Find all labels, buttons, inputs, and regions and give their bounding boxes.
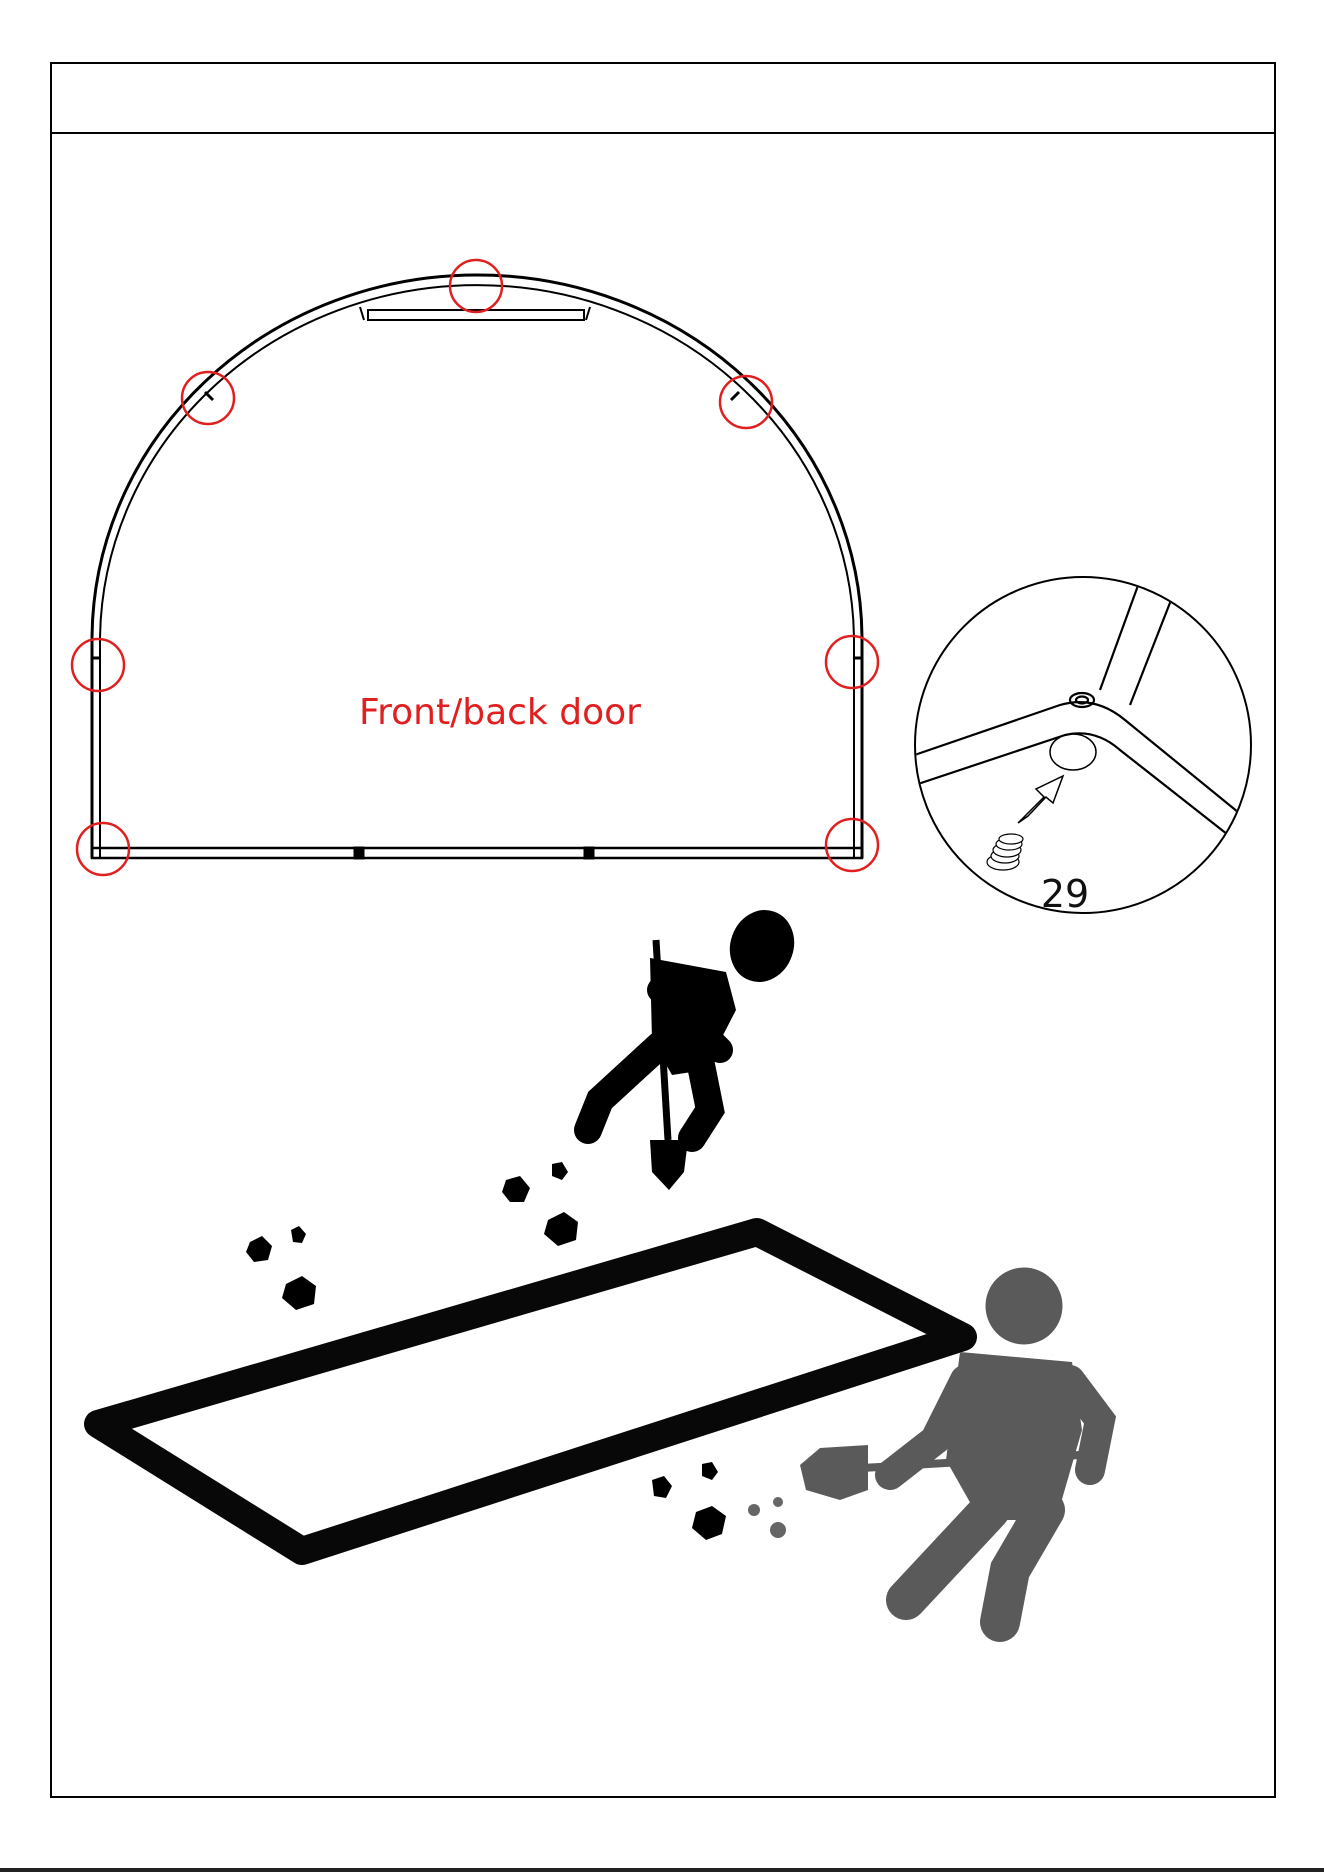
- highlight-circles: [72, 260, 878, 875]
- shovel-icon: [650, 1140, 688, 1190]
- dirt-clod-icon: [770, 1522, 786, 1538]
- dirt-clod-icon: [552, 1162, 568, 1180]
- highlight-circle: [826, 819, 878, 871]
- dirt-clod-icon: [702, 1462, 718, 1480]
- dirt-clod-icon: [748, 1504, 760, 1516]
- trench-outline: [98, 1232, 963, 1551]
- dirt-clod-icon: [692, 1506, 726, 1540]
- part-number-label: 29: [1035, 872, 1095, 916]
- highlight-circle: [826, 636, 878, 688]
- footer-strip: [0, 1868, 1324, 1872]
- dirt-clod-icon: [246, 1236, 272, 1262]
- shovel-icon: [800, 1445, 868, 1500]
- highlight-circle: [720, 376, 772, 428]
- dirt-clod-icon: [544, 1212, 578, 1246]
- highlight-circle: [72, 639, 124, 691]
- door-frame-drawing: [92, 275, 862, 858]
- dirt-clod-icon: [773, 1497, 783, 1507]
- door-label: Front/back door: [330, 692, 670, 733]
- dirt-clod-icon: [282, 1276, 316, 1310]
- dirt-clod-icon: [291, 1226, 306, 1243]
- detail-callout: [900, 577, 1260, 913]
- digging-person-icon: [588, 902, 803, 1190]
- dirt-clod-icon: [652, 1476, 672, 1498]
- dirt-clod-icon: [502, 1176, 530, 1202]
